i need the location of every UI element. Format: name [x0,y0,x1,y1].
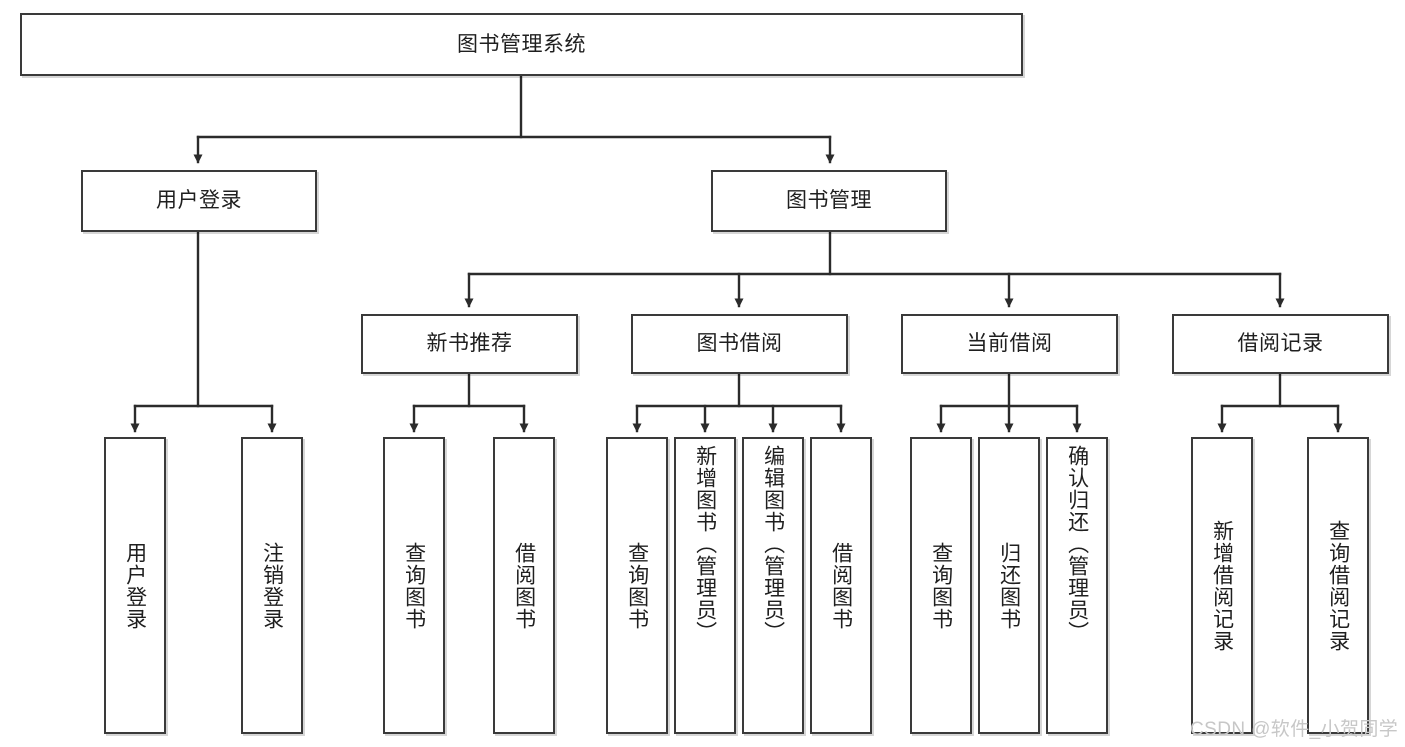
node-leaf-query-book-current[interactable]: 查询图书 [910,437,972,734]
node-root-label: 图书管理系统 [457,32,586,56]
node-leaf-add-book-admin-label: 新增图书（管理员） [693,445,717,643]
node-leaf-logout-label: 注销登录 [260,541,284,630]
node-leaf-add-book-admin[interactable]: 新增图书（管理员） [674,437,736,734]
node-leaf-query-book-current-label: 查询图书 [929,541,953,630]
node-current-borrow-label: 当前借阅 [966,332,1053,356]
node-leaf-confirm-return-admin-label: 确认归还（管理员） [1065,445,1089,643]
node-new-book-recommend-label: 新书推荐 [426,332,513,356]
node-leaf-edit-book-admin-label: 编辑图书（管理员） [761,445,785,643]
node-leaf-query-book-borrow[interactable]: 查询图书 [606,437,668,734]
node-leaf-edit-book-admin[interactable]: 编辑图书（管理员） [742,437,804,734]
node-book-management-label: 图书管理 [786,189,872,213]
node-leaf-add-borrow-record-label: 新增借阅记录 [1210,519,1234,652]
node-leaf-return-book[interactable]: 归还图书 [978,437,1040,734]
node-borrow-record[interactable]: 借阅记录 [1172,314,1389,374]
node-borrow-record-label: 借阅记录 [1237,332,1324,356]
node-leaf-add-borrow-record[interactable]: 新增借阅记录 [1191,437,1253,734]
node-user-login-label: 用户登录 [156,189,242,213]
node-leaf-return-book-label: 归还图书 [997,541,1021,630]
node-root-book-management-system[interactable]: 图书管理系统 [20,13,1023,76]
node-leaf-logout[interactable]: 注销登录 [241,437,303,734]
node-current-borrow[interactable]: 当前借阅 [901,314,1118,374]
node-leaf-query-borrow-record-label: 查询借阅记录 [1326,519,1350,652]
node-leaf-user-login[interactable]: 用户登录 [104,437,166,734]
node-leaf-borrow-book-borrow[interactable]: 借阅图书 [810,437,872,734]
node-leaf-confirm-return-admin[interactable]: 确认归还（管理员） [1046,437,1108,734]
node-leaf-borrow-book-newbook[interactable]: 借阅图书 [493,437,555,734]
node-user-login[interactable]: 用户登录 [81,170,317,232]
node-new-book-recommend[interactable]: 新书推荐 [361,314,578,374]
node-leaf-borrow-book-newbook-label: 借阅图书 [512,541,536,630]
node-leaf-user-login-label: 用户登录 [123,541,147,630]
node-leaf-query-book-borrow-label: 查询图书 [625,541,649,630]
node-book-management[interactable]: 图书管理 [711,170,947,232]
node-leaf-borrow-book-borrow-label: 借阅图书 [829,541,853,630]
node-leaf-query-borrow-record[interactable]: 查询借阅记录 [1307,437,1369,734]
node-book-borrow[interactable]: 图书借阅 [631,314,848,374]
node-leaf-query-book-newbook[interactable]: 查询图书 [383,437,445,734]
node-book-borrow-label: 图书借阅 [696,332,783,356]
node-leaf-query-book-newbook-label: 查询图书 [402,541,426,630]
